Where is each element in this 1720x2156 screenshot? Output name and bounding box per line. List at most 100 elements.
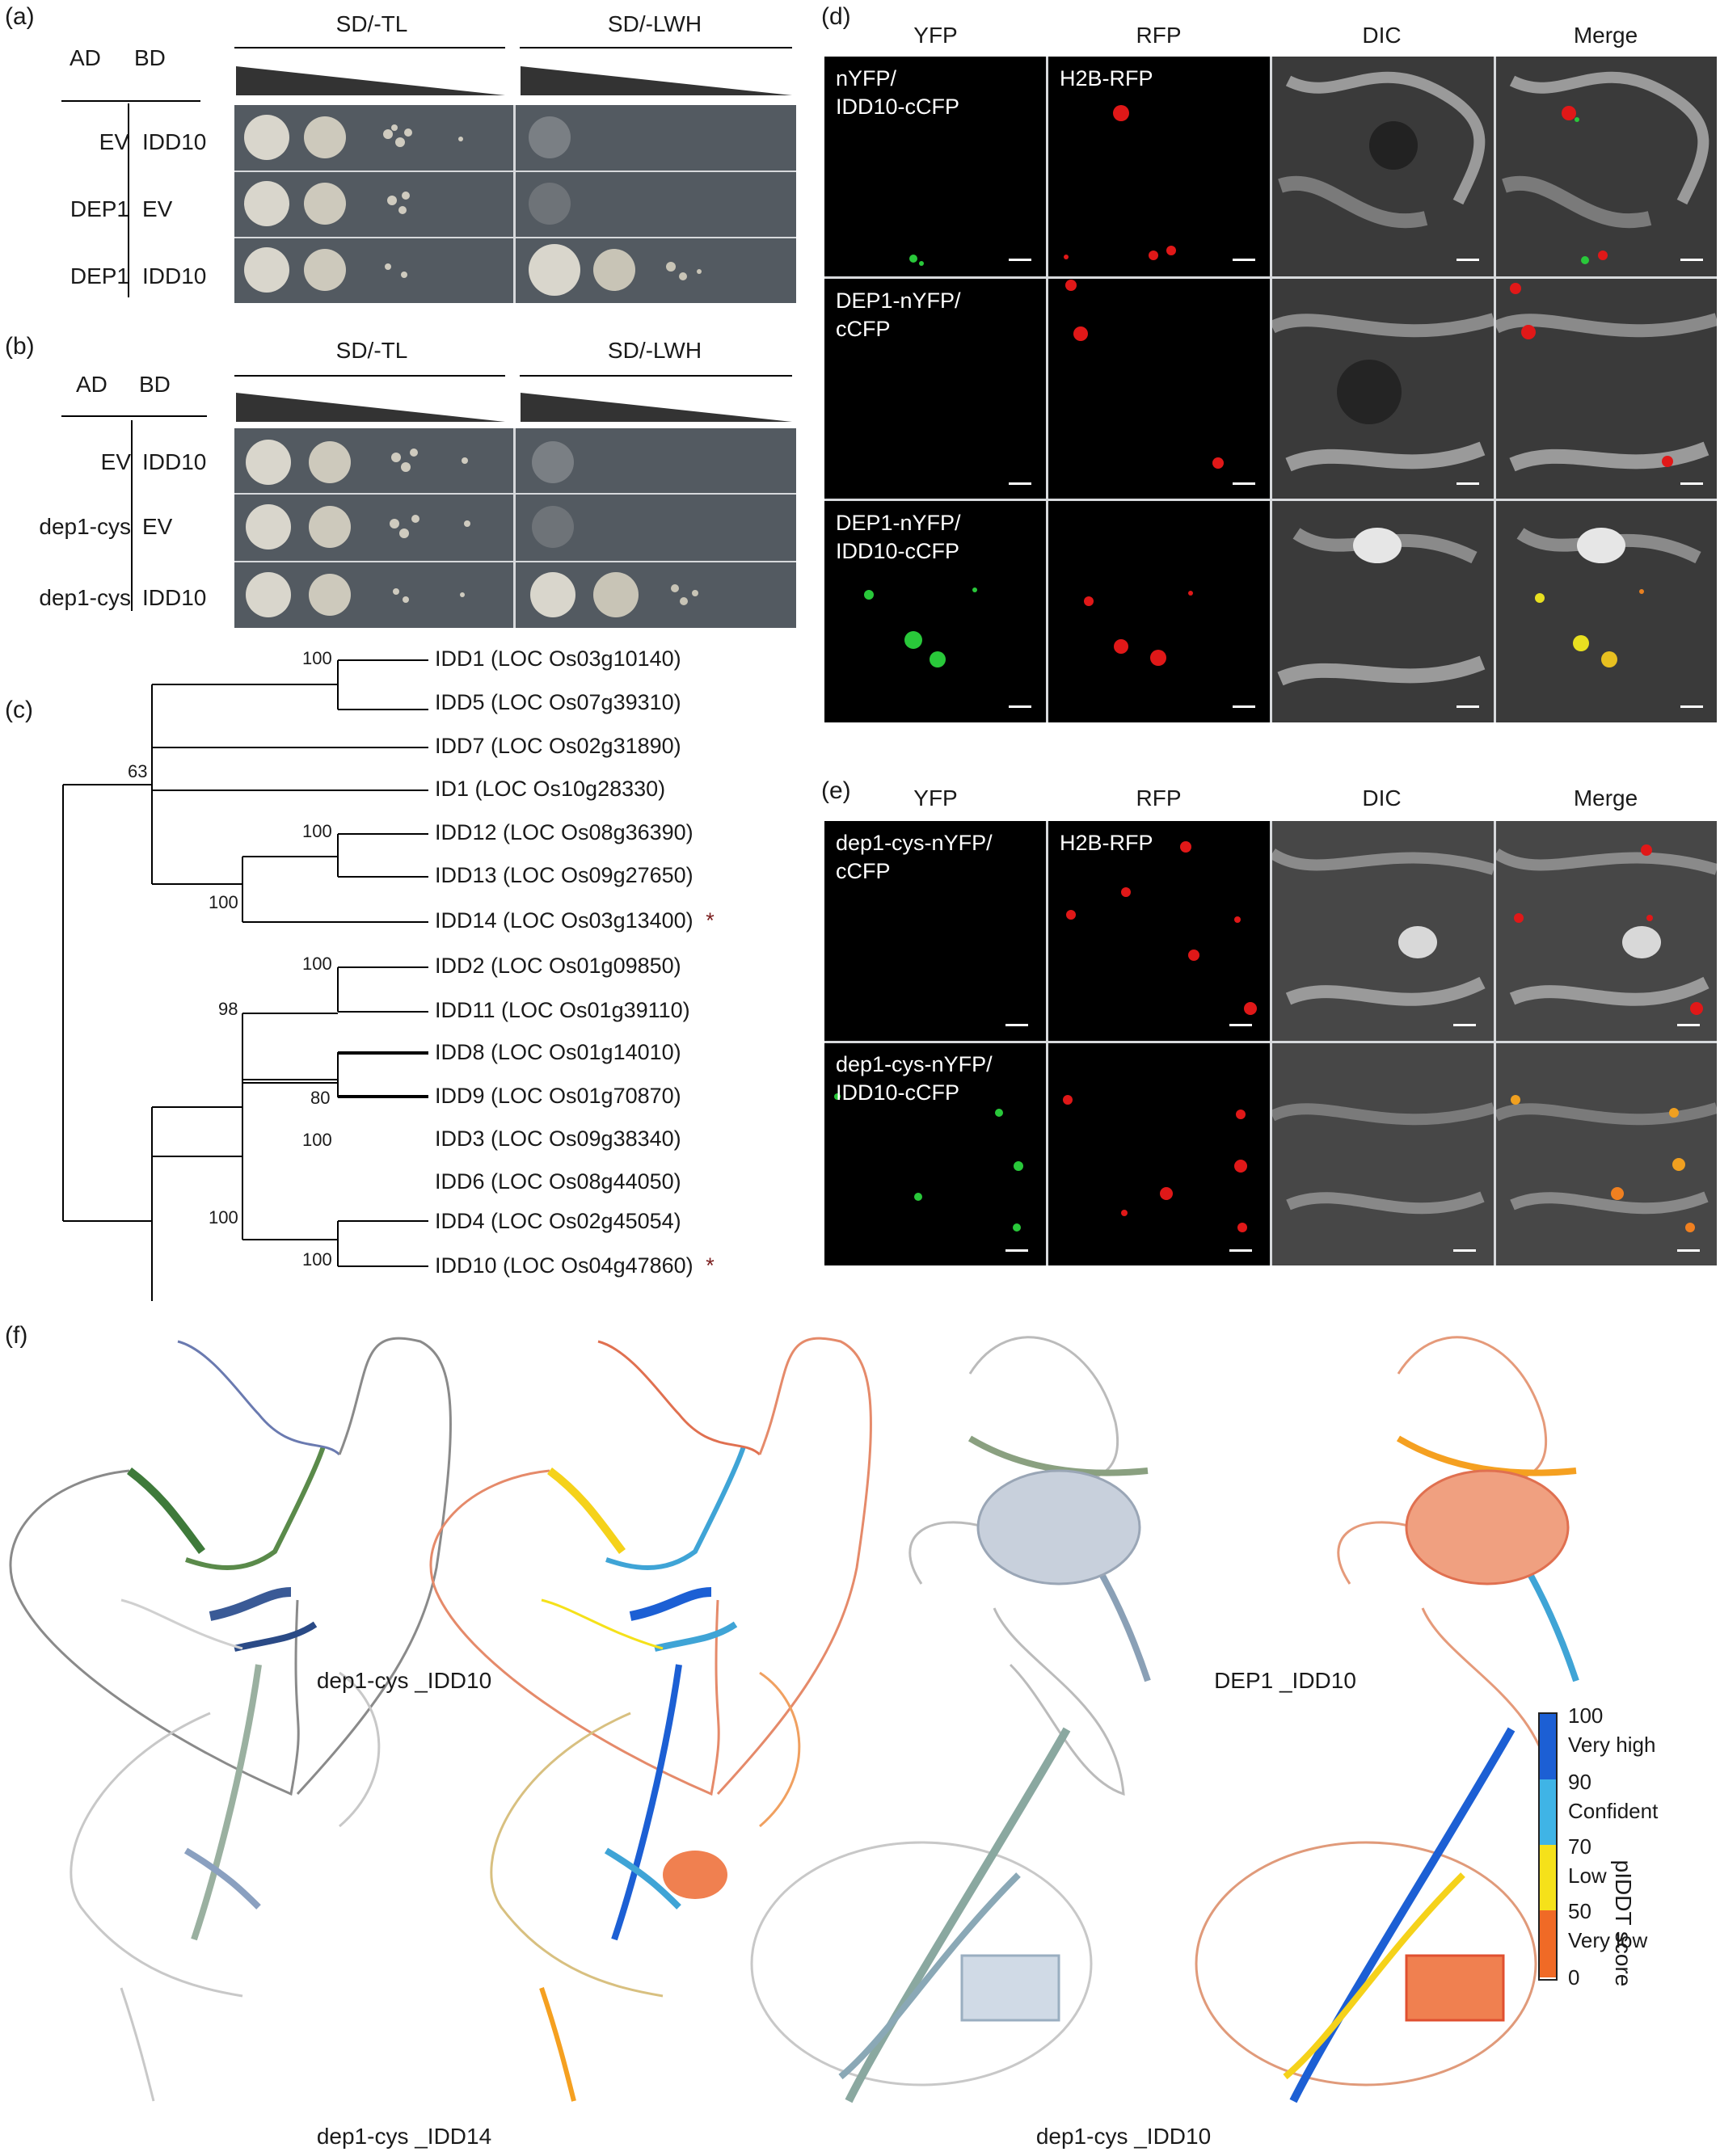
bd-header: BD: [134, 45, 166, 70]
model-caption: DEP1 _IDD10: [1214, 1668, 1356, 1693]
bd-label: IDD10: [142, 585, 207, 610]
tree-lower-branches: [152, 1051, 428, 1267]
header-rule: [61, 100, 200, 102]
dic-image: [1269, 279, 1496, 499]
scale-bar: [1009, 705, 1031, 708]
yeast-plate-image: [234, 428, 796, 628]
scale-bar: [1233, 482, 1255, 485]
legend-title: pIDDT score: [1611, 1859, 1636, 1987]
tree-taxon: IDD2 (LOC Os01g09850): [435, 954, 681, 978]
rfp-image: [1048, 821, 1270, 1041]
ad-label: EV: [99, 129, 129, 154]
panel-f-label: (f): [5, 1322, 28, 1349]
bd-label: IDD10: [142, 263, 207, 288]
panel-e-label: (e): [821, 777, 851, 804]
scale-bar: [1453, 1249, 1476, 1252]
bootstrap-value: 100: [209, 1207, 238, 1227]
column-label-dic: DIC: [1362, 785, 1402, 811]
yfp-image: [824, 1043, 1046, 1265]
tree-taxon-idd14: IDD14 (LOC Os03g13400) *: [435, 908, 715, 933]
bd-label: EV: [142, 514, 173, 539]
dic-image: [1269, 821, 1495, 1041]
column-label-rfp: RFP: [1136, 785, 1182, 811]
ad-label: DEP1: [70, 196, 129, 221]
scale-bar: [1005, 1249, 1028, 1252]
ad-label: dep1-cys: [39, 514, 131, 539]
bd-label: EV: [142, 196, 173, 221]
construct-label: DEP1-nYFP/ IDD10-cCFP: [836, 511, 961, 563]
scale-bar: [1677, 1024, 1700, 1026]
ad-label: DEP1: [70, 263, 129, 288]
yfp-image: [824, 501, 1046, 722]
scale-bar: [1233, 705, 1255, 708]
legend-tick: 50: [1568, 1899, 1591, 1923]
construct-label: dep1-cys-nYFP/ cCFP: [836, 831, 993, 883]
scale-bar: [1677, 1249, 1700, 1252]
yfp-image: [824, 279, 1046, 499]
legend-tick: 0: [1568, 1965, 1580, 1990]
merge-image: [1496, 501, 1717, 722]
ad-header: AD: [70, 45, 101, 70]
dilution-wedges: [236, 393, 792, 422]
medium-rule: [520, 47, 792, 48]
tree-taxon: IDD12 (LOC Os08g36390): [435, 820, 693, 844]
merge-image: [1493, 1043, 1719, 1265]
merge-image: [1496, 57, 1717, 276]
column-label-yfp: YFP: [913, 23, 958, 48]
dic-image: [1272, 501, 1494, 722]
rfp-image: [1048, 57, 1270, 276]
ad-bd-divider: [131, 420, 133, 611]
medium-rule: [520, 375, 792, 377]
medium-label-lwh: SD/-LWH: [607, 338, 702, 363]
scale-bar: [1680, 705, 1703, 708]
panel-c-label: (c): [5, 697, 33, 723]
tree-taxon: IDD5 (LOC Os07g39310): [435, 690, 681, 714]
scale-bar: [1680, 259, 1703, 261]
highlight-asterisk-icon: *: [706, 1253, 715, 1278]
tree-taxon: IDD3 (LOC Os09g38340): [435, 1126, 681, 1151]
dilution-wedges: [236, 66, 792, 95]
ad-bd-divider: [128, 103, 129, 297]
bootstrap-value: 98: [218, 999, 238, 1019]
scale-bar: [1457, 482, 1479, 485]
construct-label: DEP1-nYFP/ cCFP: [836, 288, 961, 341]
legend-band-label: Low: [1568, 1863, 1607, 1888]
column-label-dic: DIC: [1362, 23, 1402, 48]
ad-header: AD: [76, 372, 108, 397]
legend-band-confident: [1540, 1779, 1556, 1845]
bootstrap-value: 100: [302, 648, 332, 668]
rfp-image: [1048, 279, 1270, 499]
construct-label: dep1-cys-nYFP/ IDD10-cCFP: [836, 1052, 993, 1105]
legend-tick: 100: [1568, 1703, 1604, 1728]
panel-d-label: (d): [821, 3, 851, 30]
scale-bar: [1009, 259, 1031, 261]
bootstrap-value: 100: [302, 954, 332, 974]
yeast-plate-image: [234, 105, 796, 303]
bd-label: IDD10: [142, 129, 207, 154]
dic-image: [1272, 57, 1494, 276]
column-label-merge: Merge: [1573, 23, 1638, 48]
legend-band-label: Very high: [1568, 1733, 1656, 1757]
model-caption: dep1-cys _IDD10: [1035, 2124, 1212, 2149]
scale-bar: [1009, 482, 1031, 485]
tree-taxon: IDD6 (LOC Os08g44050): [435, 1169, 681, 1194]
yfp-image: [824, 821, 1046, 1041]
scale-bar: [1457, 705, 1479, 708]
rfp-image: [1048, 1043, 1270, 1265]
tree-taxon-idd10: IDD10 (LOC Os04g47860) *: [435, 1253, 715, 1278]
header-rule: [61, 415, 207, 417]
tree-taxon: IDD11 (LOC Os01g39110): [435, 998, 690, 1022]
ad-label: EV: [100, 449, 131, 474]
medium-label-lwh: SD/-LWH: [607, 11, 702, 36]
panel-b-label: (b): [5, 333, 35, 360]
scale-bar: [1233, 259, 1255, 261]
construct-label: H2B-RFP: [1060, 831, 1153, 855]
dic-image: [1269, 1043, 1495, 1265]
legend-band-low: [1540, 1845, 1556, 1910]
construct-label: nYFP/ IDD10-cCFP: [836, 66, 960, 119]
merge-image: [1493, 279, 1719, 499]
medium-rule: [234, 375, 505, 377]
scale-bar: [1453, 1024, 1476, 1026]
medium-rule: [234, 47, 505, 48]
highlight-asterisk-icon: *: [706, 908, 715, 933]
